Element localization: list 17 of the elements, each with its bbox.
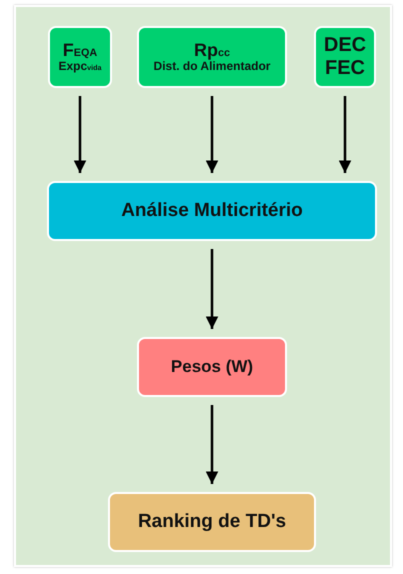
box-label: FEC bbox=[325, 57, 365, 80]
process-box bbox=[48, 26, 112, 88]
process-box bbox=[137, 26, 287, 88]
arrow bbox=[206, 96, 218, 173]
box-label: DEC bbox=[324, 34, 366, 57]
arrow bbox=[338, 96, 352, 173]
process-box bbox=[108, 492, 316, 552]
arrow bbox=[206, 249, 218, 329]
process-box bbox=[47, 181, 377, 241]
box-label: Ranking de TD's bbox=[138, 511, 286, 533]
box-label: Dist. do Alimentador bbox=[154, 60, 270, 74]
process-box bbox=[137, 337, 287, 397]
process-box bbox=[314, 26, 376, 88]
arrow bbox=[206, 405, 218, 484]
arrow bbox=[74, 96, 86, 173]
box-label: Análise Multicritério bbox=[121, 200, 303, 222]
box-label: Pesos (W) bbox=[170, 357, 254, 377]
